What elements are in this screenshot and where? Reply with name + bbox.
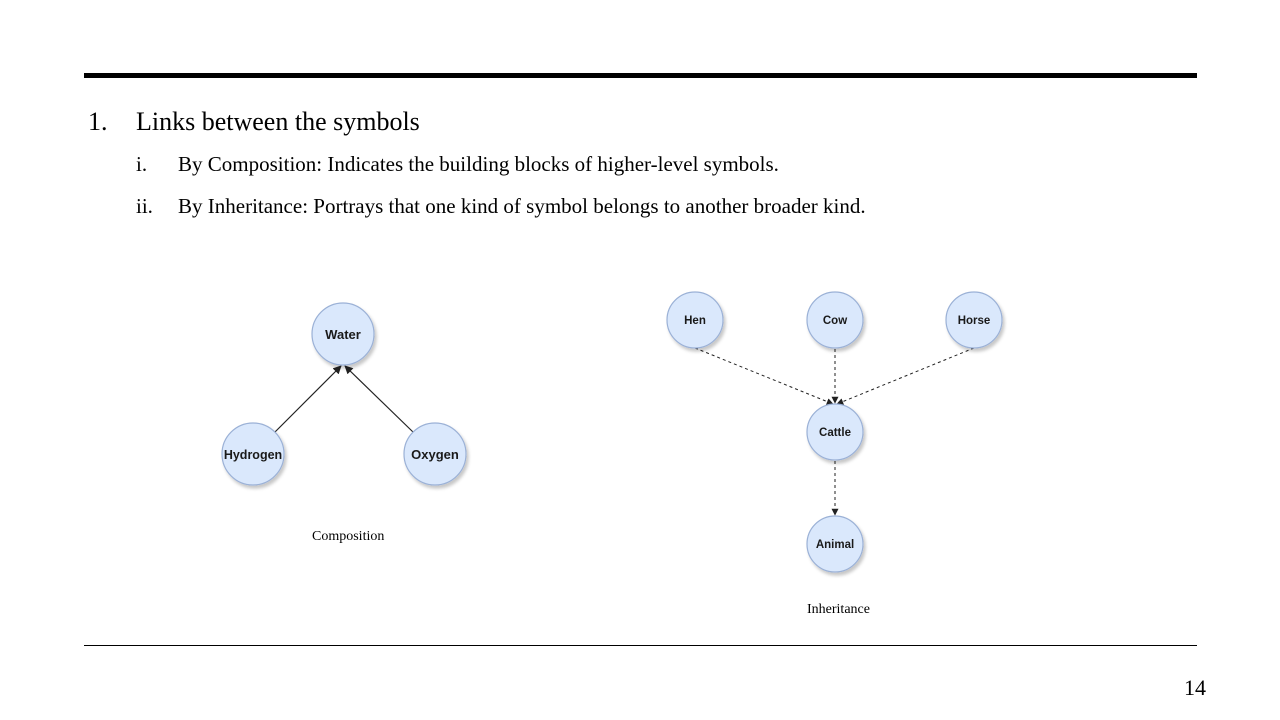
edge-hydrogen-water (274, 365, 342, 433)
inheritance-edges (694, 347, 975, 516)
sub-item-text: By Inheritance: Portrays that one kind o… (178, 194, 866, 218)
sub-marker: i. (136, 152, 148, 176)
node-hydrogen: Hydrogen (221, 422, 285, 486)
node-label: Horse (958, 315, 991, 327)
edge-hen-cattle (694, 347, 834, 405)
node-label: Cow (823, 315, 847, 327)
node-animal: Animal (806, 515, 864, 573)
composition-caption: Composition (312, 529, 385, 544)
edge-horse-cattle (836, 347, 975, 405)
node-horse: Horse (945, 291, 1003, 349)
inheritance-caption: Inheritance (807, 602, 870, 617)
node-hen: Hen (666, 291, 724, 349)
edge-oxygen-water (344, 365, 414, 433)
sub-item-text: By Composition: Indicates the building b… (178, 152, 779, 176)
bottom-rule (84, 645, 1197, 646)
node-oxygen: Oxygen (403, 422, 467, 486)
composition-edges (274, 365, 414, 433)
page-number: 14 (1184, 675, 1206, 700)
node-label: Hydrogen (224, 448, 282, 462)
node-water: Water (311, 302, 375, 366)
node-label: Hen (684, 315, 706, 327)
node-cattle: Cattle (806, 403, 864, 461)
node-label: Water (325, 327, 361, 342)
node-label: Oxygen (411, 447, 459, 462)
node-cow: Cow (806, 291, 864, 349)
list-item-text: Links between the symbols (136, 107, 420, 136)
top-rule (84, 73, 1197, 78)
node-label: Cattle (819, 427, 851, 439)
list-marker: 1. (88, 107, 108, 136)
node-label: Animal (816, 539, 854, 551)
sub-marker: ii. (136, 194, 153, 218)
